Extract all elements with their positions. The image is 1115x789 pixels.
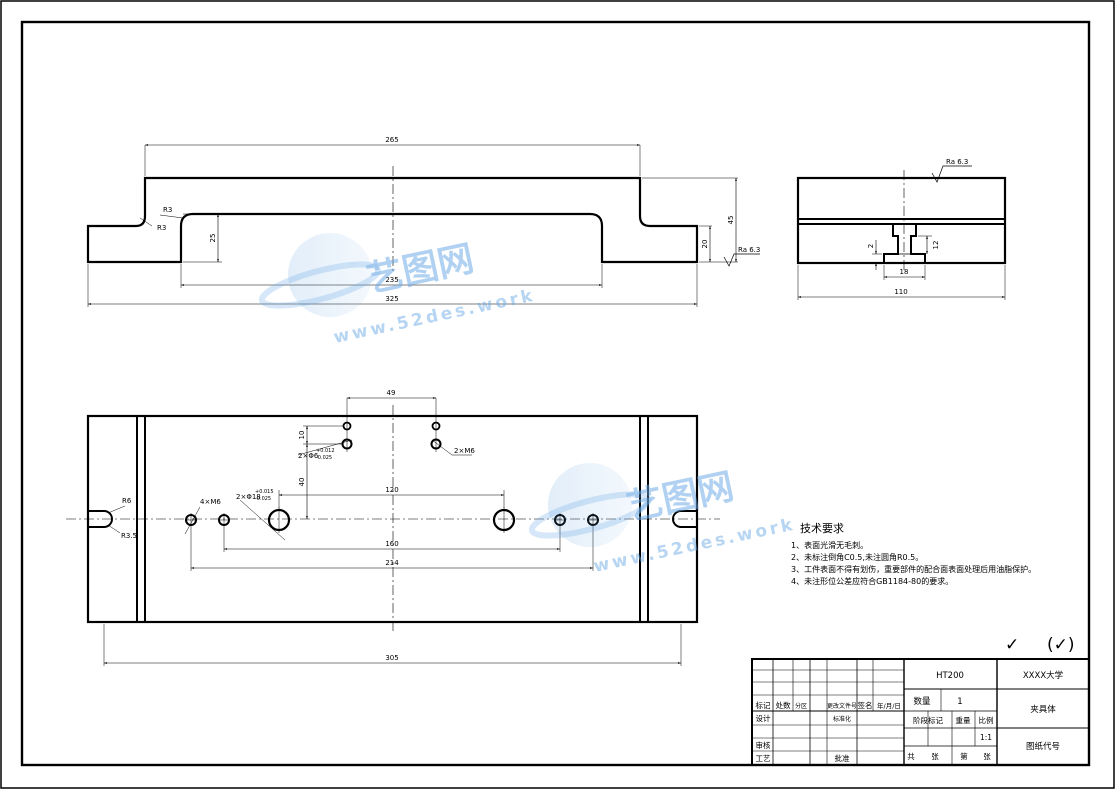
dim-front-235: 235 (385, 276, 398, 284)
title-block-zone-label: 分区 (795, 702, 807, 710)
title-block-sign-label: 签名 (858, 700, 873, 710)
dim-side-18: 18 (900, 268, 909, 276)
inner-frame (20, 20, 1091, 767)
side-view-outline (796, 176, 1007, 265)
requirement-item-4: 4、未注形位公差应符合GB1184-80的要求。 (791, 576, 953, 586)
title-block-review-label: 审核 (756, 740, 771, 750)
callout-pin-small: 2×Φ6 (298, 452, 319, 460)
dim-front-25: 25 (209, 234, 217, 243)
title-block-weight-label: 重量 (956, 716, 971, 725)
title-block-marker-label: 标记 (756, 700, 771, 710)
dim-front-r3-b: R3 (157, 224, 166, 232)
title-block-process-label: 工艺 (756, 754, 771, 763)
roughness-symbol-side (931, 165, 972, 183)
roughness-general-paren: (✓) (1047, 635, 1075, 655)
callout-pin-large-tol-bot: -0.025 (255, 496, 271, 502)
dim-plan-49: 49 (387, 389, 396, 397)
title-block-page-label: 第 (960, 751, 968, 761)
dim-side-12: 12 (932, 241, 940, 250)
title-block-scale-value: 1:1 (980, 733, 992, 742)
watermark-1-name: 艺图网 (363, 238, 477, 301)
callout-m6-pair: 2×M6 (454, 447, 475, 455)
requirement-item-2: 2、未标注倒角C0.5,未注圆角R0.5。 (791, 552, 923, 562)
dim-front-r3-a: R3 (163, 206, 172, 214)
title-block-quantity-label: 数量 (913, 696, 931, 707)
title-block-stage-label: 阶段标记 (913, 715, 943, 725)
dim-side-2: 2 (867, 244, 875, 248)
title-block-design-label: 设计 (756, 713, 771, 723)
roughness-general-check: ✓ (1005, 635, 1019, 655)
front-view (86, 144, 760, 307)
title-block-approve-label: 批准 (835, 753, 850, 763)
dim-plan-r6: R6 (122, 497, 132, 505)
title-block-sheet-label: 张 (931, 752, 939, 761)
title-block-grid (751, 658, 1090, 766)
dim-plan-r35: R3.5 (121, 532, 137, 540)
front-view-outline (86, 176, 699, 264)
dim-plan-120: 120 (385, 486, 398, 494)
title-block-part-name: 夹具体 (1030, 704, 1056, 715)
title-block-material: HT200 (936, 671, 964, 681)
watermark-1: 艺图网 www.52des.work (258, 233, 537, 348)
dim-front-265: 265 (385, 136, 398, 144)
requirements-title: 技术要求 (800, 522, 844, 535)
roughness-front-label: Ra 6.3 (738, 246, 760, 254)
callout-pin-small-tol-bot: -0.025 (316, 455, 332, 461)
title-block-school: XXXX大学 (1023, 670, 1064, 681)
dim-front-325: 325 (385, 295, 398, 303)
plan-view (66, 397, 720, 666)
roughness-side-label: Ra 6.3 (946, 158, 968, 166)
title-block-drawing-no-label: 图纸代号 (1026, 741, 1060, 752)
title-block-total-label: 共 (907, 752, 915, 761)
side-view (796, 165, 1007, 300)
title-block-quantity-value: 1 (957, 697, 962, 707)
title-block-location-label: 处数 (776, 700, 791, 710)
requirement-item-1: 1、表面光滑无毛刺。 (791, 540, 868, 550)
watermark-2: 艺图网 www.52des.work (528, 463, 797, 577)
dim-plan-214: 214 (385, 559, 399, 567)
side-view-t-slot (883, 224, 926, 263)
dim-plan-40: 40 (298, 478, 306, 487)
roughness-symbol-front (723, 253, 760, 267)
callout-pin-small-tol-top: +0.012 (316, 448, 335, 454)
dim-plan-10: 10 (298, 431, 306, 440)
title-block-date-label: 年/月/日 (877, 701, 901, 710)
dim-front-45: 45 (727, 216, 735, 225)
title-block-change-doc-label: 更改文件号 (827, 702, 857, 710)
dim-plan-305: 305 (385, 654, 398, 662)
title-block-scale-label: 比例 (979, 715, 994, 725)
callout-m6-four: 4×M6 (200, 498, 221, 506)
dim-plan-160: 160 (385, 540, 398, 548)
callout-pin-large-tol-top: +0.015 (255, 489, 274, 495)
dim-front-20: 20 (701, 240, 709, 249)
callout-pin-large: 2×Φ18 (236, 493, 261, 501)
dim-side-110: 110 (894, 288, 907, 296)
title-block-standard-label: 标准化 (833, 715, 851, 723)
title-block-page-sheet-label: 张 (983, 752, 991, 761)
requirement-item-3: 3、工件表面不得有划伤，重要部件的配合面表面处理后用油脂保护。 (791, 564, 1036, 574)
